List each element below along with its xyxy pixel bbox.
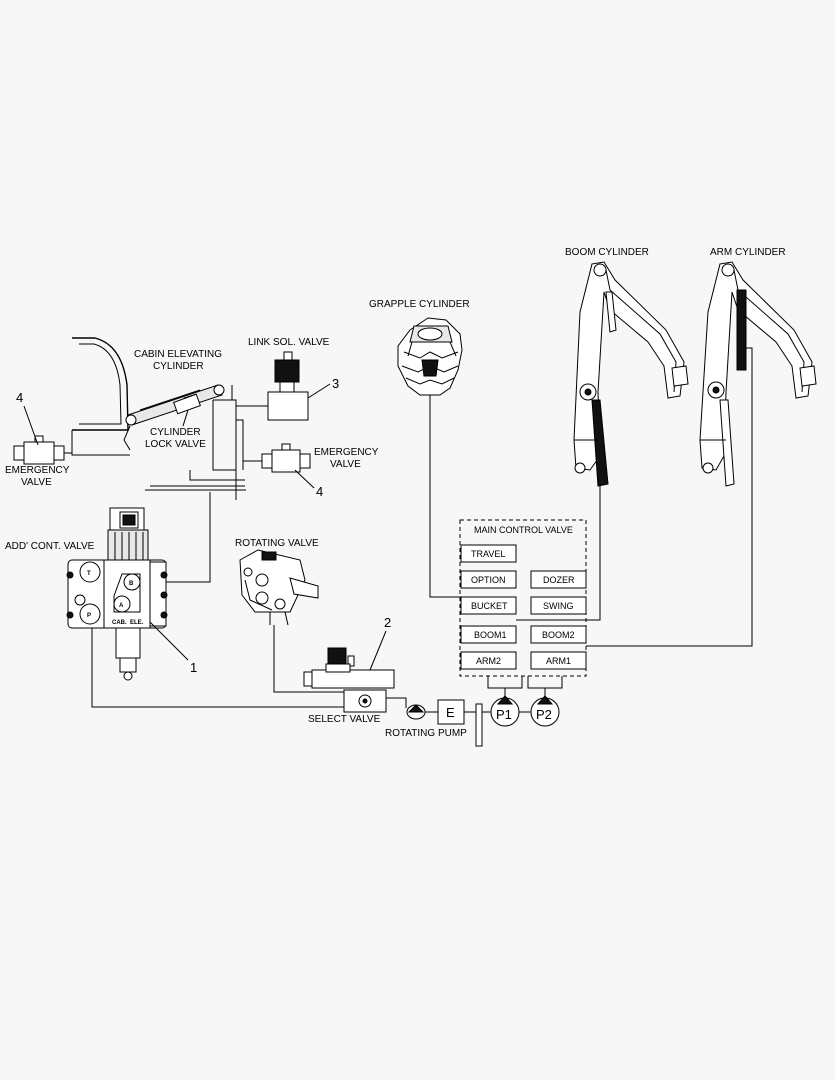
link-sol-valve: 3 (236, 351, 339, 421)
label-cylinder-lock: CYLINDER (150, 427, 201, 438)
port-b: B (129, 581, 134, 587)
select-valve: 2 (303, 615, 395, 713)
emergency-valve-right: 4 (243, 443, 323, 499)
mcv-option: OPTION (471, 575, 506, 585)
label-emergency-right-2: VALVE (330, 459, 361, 470)
label-add-cont-valve: ADD' CONT. VALVE (5, 541, 95, 552)
add-cont-valve: T B A P CAB. ELE. 1 (66, 507, 197, 681)
mcv-arm1: ARM1 (546, 656, 571, 666)
label-emergency-left: EMERGENCY (5, 465, 70, 476)
label-cylinder-lock-2: LOCK VALVE (145, 439, 206, 450)
mcv-dozer: DOZER (543, 575, 575, 585)
engine-label: E (446, 705, 455, 720)
label-ele: ELE. (130, 620, 144, 626)
mcv-arm2: ARM2 (476, 656, 501, 666)
line-boom-cylinder (516, 484, 601, 621)
label-cabin-elevating: CABIN ELEVATING (134, 349, 222, 360)
pump-train: E P1 P2 (406, 695, 560, 747)
label-emergency-right: EMERGENCY (314, 447, 379, 458)
label-rotating-pump: ROTATING PUMP (385, 728, 467, 739)
pump-p2-label: P2 (536, 707, 552, 722)
line-rotating-to-select (273, 625, 344, 693)
mcv-swing: SWING (543, 601, 574, 611)
line-arm-cylinder (586, 347, 753, 647)
line-select-to-pump (386, 697, 407, 708)
main-control-valve: TRAVEL OPTION DOZER BUCKET SWING BOOM1 B… (459, 519, 587, 677)
port-p: P (87, 613, 91, 619)
arm-assembly (699, 261, 817, 487)
emergency-valve-left: 4 (13, 390, 72, 465)
grapple-cylinder (397, 317, 463, 396)
engine-box (437, 699, 465, 725)
mcv-boom2: BOOM2 (542, 630, 575, 640)
add-cont-callout: 1 (190, 660, 197, 675)
label-boom-cylinder: BOOM CYLINDER (565, 247, 649, 258)
emergency-left-callout: 4 (16, 390, 23, 405)
mcv-boom1: BOOM1 (474, 630, 507, 640)
line-p2-to-mcv (527, 676, 563, 698)
mcv-bucket: BUCKET (471, 601, 508, 611)
select-callout: 2 (384, 615, 391, 630)
label-emergency-left-2: VALVE (21, 477, 52, 488)
line-addcont-to-cabin (166, 492, 211, 583)
label-cab: CAB. (112, 620, 127, 626)
rotating-valve (239, 549, 319, 626)
port-a: A (119, 603, 124, 609)
label-main-control-valve: MAIN CONTROL VALVE (474, 525, 573, 535)
port-t: T (87, 571, 91, 577)
label-grapple-cylinder: GRAPPLE CYLINDER (369, 299, 470, 310)
label-arm-cylinder: ARM CYLINDER (710, 247, 786, 258)
label-select-valve: SELECT VALVE (308, 714, 381, 725)
pump-p1-label: P1 (496, 707, 512, 722)
boom-assembly (573, 261, 689, 487)
label-rotating-valve: ROTATING VALVE (235, 538, 319, 549)
line-p1-to-mcv (487, 676, 523, 698)
label-cabin-elevating-2: CYLINDER (153, 361, 204, 372)
line-grapple-to-bucket (429, 395, 461, 598)
emergency-right-callout: 4 (316, 484, 323, 499)
cylinder-lock-valve (173, 393, 201, 427)
label-link-sol-valve: LINK SOL. VALVE (248, 337, 330, 348)
cabin-frame (71, 337, 246, 500)
line-addcont-to-select (91, 628, 344, 708)
link-sol-callout: 3 (332, 376, 339, 391)
mcv-travel: TRAVEL (471, 549, 505, 559)
